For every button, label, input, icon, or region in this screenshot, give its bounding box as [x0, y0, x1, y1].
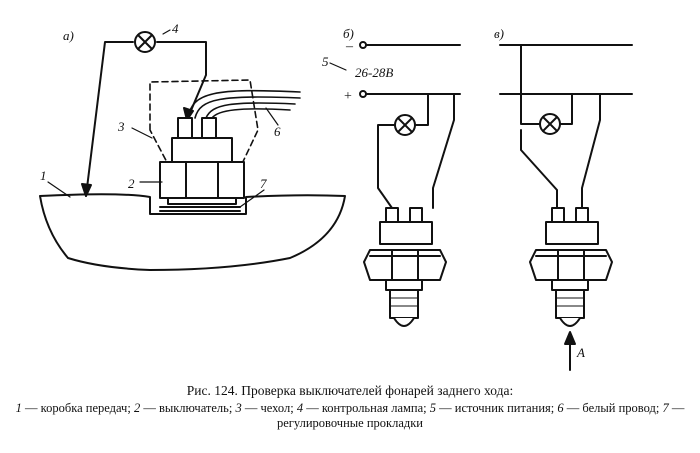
legend-num: 3: [235, 401, 242, 415]
panel-c-lamp: [539, 113, 561, 135]
control-lamp-4: [134, 31, 156, 53]
legend-num: 5: [429, 401, 437, 415]
panel-c-wire-lamp-rail: [559, 93, 573, 125]
lamp-circuit-wire: [85, 41, 134, 197]
panel-c: в) A: [494, 26, 633, 371]
panel-c-label: в): [494, 26, 504, 41]
callout-1: 1: [40, 168, 47, 183]
legend-num: 1: [15, 401, 22, 415]
caption-title: Рис. 124. Проверка выключателей фонарей …: [186, 383, 514, 398]
panel-b-switch: [363, 207, 447, 327]
switch-2: [159, 117, 245, 212]
wiring-diagram: а): [39, 21, 633, 371]
panel-b-lamp: [394, 114, 416, 136]
legend-text: — выключатель;: [140, 401, 236, 415]
plunger-arrowhead: [564, 331, 576, 345]
panel-b-wire-plus: [432, 93, 455, 209]
panel-a: а): [39, 21, 346, 271]
callout-7: 7: [260, 176, 267, 191]
legend-num: 6: [557, 401, 564, 415]
panel-c-wire-switch-b: [581, 93, 601, 209]
panel-c-wire-top: [520, 44, 541, 125]
callout-3: 3: [117, 119, 125, 134]
panel-b-label: б): [343, 26, 354, 41]
legend-text: — регулировочные прокладки: [276, 401, 685, 430]
callout-4: 4: [172, 21, 179, 36]
supply-minus-sign: –: [345, 39, 354, 54]
panel-b: б) – + 5 26-28В: [322, 26, 461, 327]
supply-plus-sign: +: [344, 89, 352, 104]
legend-num: 4: [296, 401, 304, 415]
callout-2: 2: [128, 176, 135, 191]
callout-5-leader: [329, 62, 347, 71]
panel-a-leaders: [47, 29, 279, 208]
legend-num: 7: [662, 401, 669, 415]
legend-text: — чехол;: [241, 401, 297, 415]
lamp-to-switch-wire: [156, 41, 207, 121]
gearbox-housing: [39, 193, 346, 271]
legend-num: 2: [133, 401, 141, 415]
legend-text: — коробка передач;: [21, 401, 134, 415]
arrow-label-a: A: [576, 345, 585, 360]
legend-text: — источник питания;: [436, 401, 558, 415]
ground-arrowhead: [81, 183, 92, 197]
panel-a-label: а): [63, 28, 74, 43]
legend-text: — контрольная лампа;: [303, 401, 430, 415]
callout-6: 6: [274, 124, 281, 139]
panel-b-wire-lamp: [377, 124, 396, 209]
panel-c-wire-switch-a: [520, 129, 558, 209]
caption-legend: 1 — коробка передач; 2 — выключатель; 3 …: [14, 401, 686, 431]
callout-5: 5: [322, 54, 329, 69]
panel-b-wire-lamp-rail: [414, 93, 429, 126]
panel-c-switch: [529, 207, 613, 327]
supply-voltage: 26-28В: [355, 65, 393, 80]
white-wires-6: [187, 89, 301, 119]
legend-text: — белый провод;: [563, 401, 663, 415]
